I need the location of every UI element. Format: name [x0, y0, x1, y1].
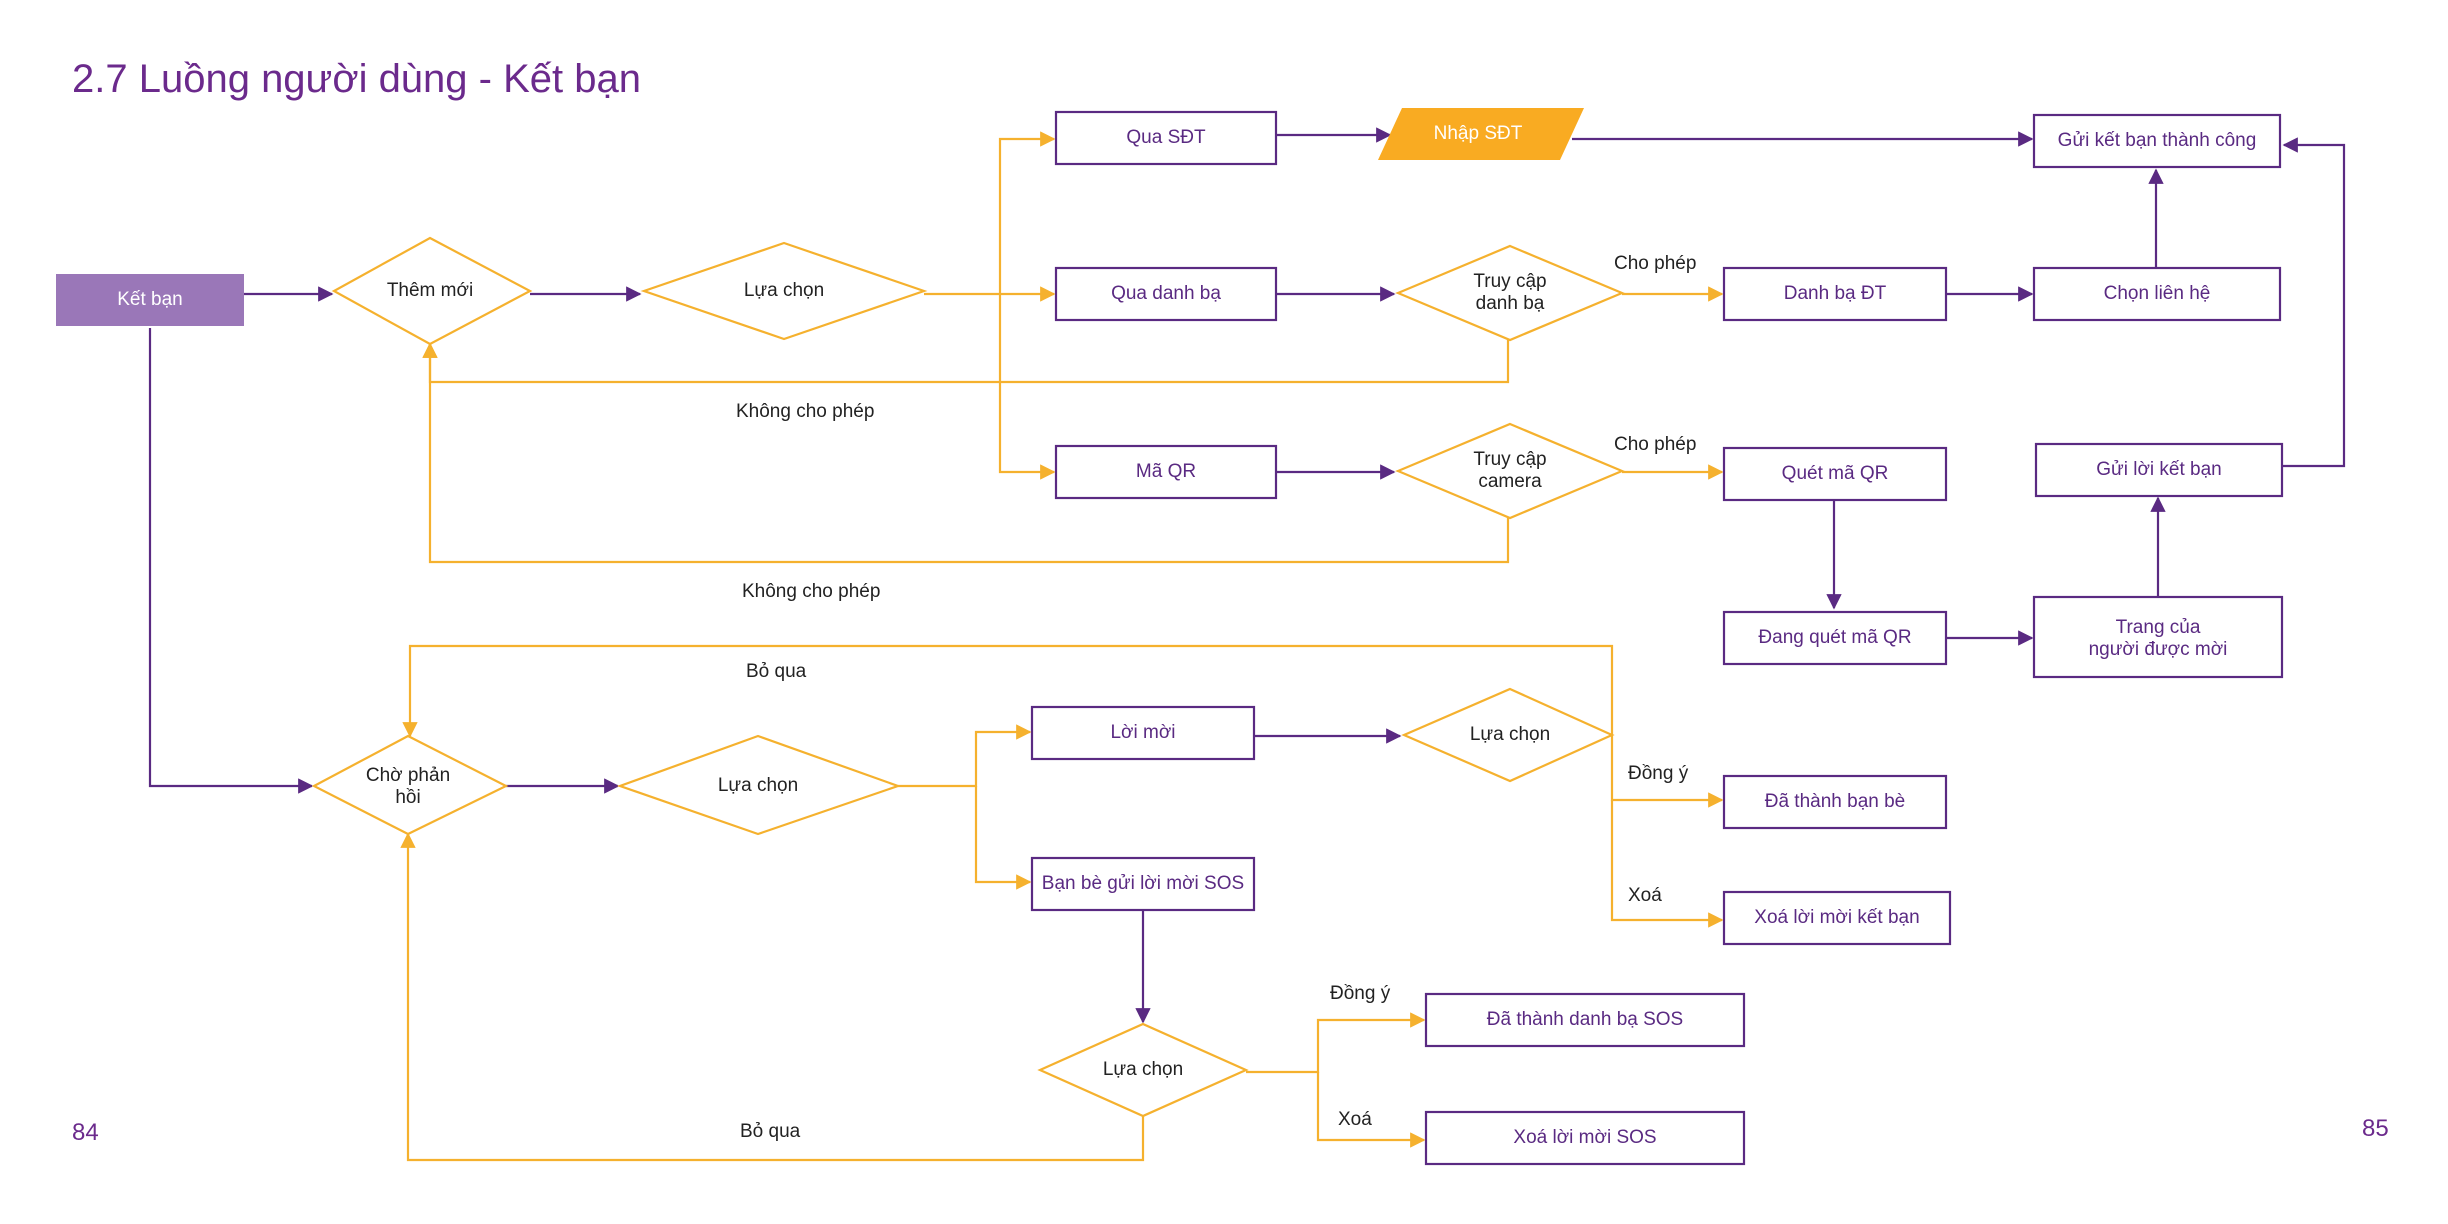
- decision-truy-cap-danh-ba: Truy cập danh bạ: [1395, 244, 1625, 342]
- node-nhap-sdt-label: Nhập SĐT: [1434, 123, 1523, 144]
- node-ban-be-sos: Bạn bè gửi lời mời SOS: [1030, 856, 1256, 912]
- label-khong-cho-phep-1: Không cho phép: [736, 401, 874, 422]
- node-dang-quet-label: Đang quét mã QR: [1758, 627, 1911, 648]
- node-xoa-loi-moi-sos-label: Xoá lời mời SOS: [1513, 1127, 1656, 1148]
- label-cho-phep-1: Cho phép: [1614, 253, 1696, 274]
- node-qua-sdt-label: Qua SĐT: [1126, 127, 1206, 148]
- page-number-left: 84: [72, 1119, 99, 1146]
- edge-labels: Cho phép Cho phép Không cho phép Không c…: [736, 253, 1696, 1142]
- node-nhap-sdt: Nhập SĐT: [1378, 108, 1584, 160]
- node-da-thanh-ban-be-label: Đã thành bạn bè: [1765, 791, 1906, 812]
- label-dong-y-2: Đồng ý: [1330, 983, 1391, 1004]
- node-ma-qr: Mã QR: [1054, 444, 1278, 500]
- node-trang-nguoi-moi-label-2: người được mời: [2089, 639, 2228, 660]
- label-dong-y-1: Đồng ý: [1628, 763, 1689, 784]
- decision-cho-phan-hoi-label-1: Chờ phản: [366, 765, 450, 786]
- decision-them-moi-label: Thêm mới: [387, 280, 473, 301]
- node-xoa-loi-moi-ket-ban: Xoá lời mời kết bạn: [1722, 890, 1952, 946]
- node-gui-thanh-cong-label: Gửi kết bạn thành công: [2058, 130, 2257, 151]
- page-number-right: 85: [2362, 1115, 2389, 1142]
- node-trang-nguoi-moi-label-1: Trang của: [2116, 617, 2201, 638]
- label-bo-qua-1: Bỏ qua: [746, 661, 807, 682]
- decision-lua-chon-4: Lựa chọn: [1037, 1022, 1249, 1118]
- decision-them-moi: Thêm mới: [331, 236, 533, 346]
- label-cho-phep-2: Cho phép: [1614, 434, 1696, 455]
- label-xoa-2: Xoá: [1338, 1109, 1372, 1130]
- node-danh-ba-dt-label: Danh bạ ĐT: [1784, 283, 1887, 304]
- decision-lua-chon-3-label: Lựa chọn: [1470, 724, 1550, 745]
- node-gui-loi-ket-ban-label: Gửi lời kết bạn: [2096, 459, 2222, 480]
- node-gui-loi-ket-ban: Gửi lời kết bạn: [2034, 442, 2284, 498]
- node-qua-danh-ba-label: Qua danh bạ: [1111, 283, 1221, 304]
- decision-cho-phan-hoi: Chờ phản hồi: [311, 734, 509, 836]
- node-chon-lien-he: Chọn liên hệ: [2032, 266, 2282, 322]
- node-da-thanh-ban-be: Đã thành bạn bè: [1722, 774, 1948, 830]
- node-dang-quet: Đang quét mã QR: [1722, 610, 1948, 666]
- node-xoa-loi-moi-ket-ban-label: Xoá lời mời kết bạn: [1754, 907, 1919, 928]
- decision-lua-chon-1: Lựa chọn: [640, 241, 928, 341]
- decision-truy-cap-camera-label-2: camera: [1478, 471, 1542, 492]
- node-chon-lien-he-label: Chọn liên hệ: [2104, 283, 2211, 304]
- node-da-thanh-sos: Đã thành danh bạ SOS: [1424, 992, 1746, 1048]
- decision-lua-chon-3: Lựa chọn: [1401, 687, 1615, 783]
- label-xoa-1: Xoá: [1628, 885, 1662, 906]
- node-ket-ban: Kết bạn: [56, 274, 244, 326]
- decision-cho-phan-hoi-label-2: hồi: [395, 787, 420, 808]
- node-ket-ban-label: Kết bạn: [117, 289, 183, 310]
- decision-lua-chon-4-label: Lựa chọn: [1103, 1059, 1183, 1080]
- decision-lua-chon-2: Lựa chọn: [616, 734, 902, 836]
- decision-lua-chon-1-label: Lựa chọn: [744, 280, 824, 301]
- decision-truy-cap-camera-label-1: Truy cập: [1473, 449, 1546, 470]
- node-ban-be-sos-label: Bạn bè gửi lời mời SOS: [1042, 873, 1244, 894]
- node-gui-thanh-cong: Gửi kết bạn thành công: [2032, 113, 2282, 169]
- node-danh-ba-dt: Danh bạ ĐT: [1722, 266, 1948, 322]
- node-quet-ma-qr: Quét mã QR: [1722, 446, 1948, 502]
- decision-truy-cap-danh-ba-label-1: Truy cập: [1473, 271, 1546, 292]
- decision-truy-cap-danh-ba-label-2: danh bạ: [1476, 293, 1545, 314]
- node-qua-danh-ba: Qua danh bạ: [1054, 266, 1278, 322]
- node-qua-sdt: Qua SĐT: [1054, 110, 1278, 166]
- page-title: 2.7 Luồng người dùng - Kết bạn: [72, 57, 641, 101]
- node-trang-nguoi-moi: Trang của người được mời: [2032, 595, 2284, 679]
- connectors: [148, 127, 2346, 1162]
- decision-truy-cap-camera: Truy cập camera: [1395, 422, 1625, 520]
- node-quet-ma-qr-label: Quét mã QR: [1782, 463, 1889, 484]
- node-loi-moi: Lời mời: [1030, 705, 1256, 761]
- node-ma-qr-label: Mã QR: [1136, 461, 1196, 482]
- node-loi-moi-label: Lời mời: [1110, 722, 1175, 743]
- node-da-thanh-sos-label: Đã thành danh bạ SOS: [1487, 1009, 1683, 1030]
- decision-lua-chon-2-label: Lựa chọn: [718, 775, 798, 796]
- label-khong-cho-phep-2: Không cho phép: [742, 581, 880, 602]
- label-bo-qua-2: Bỏ qua: [740, 1121, 801, 1142]
- node-xoa-loi-moi-sos: Xoá lời mời SOS: [1424, 1110, 1746, 1166]
